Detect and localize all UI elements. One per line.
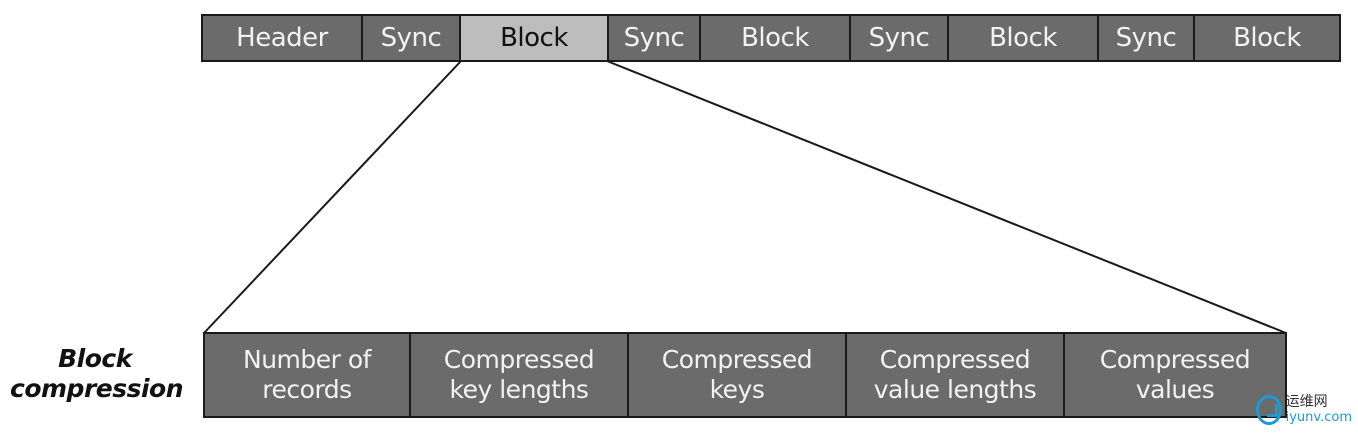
cell-line1: Compressed (879, 345, 1031, 374)
segment-block: Block (701, 16, 851, 60)
segment-sync: Sync (363, 16, 461, 60)
watermark: 运维网 iyunv.com (1256, 388, 1352, 432)
yunv-logo-icon (1256, 395, 1282, 425)
segment-label: Sync (1115, 23, 1177, 53)
segment-label: Block (989, 23, 1057, 53)
right-connector-line (606, 60, 1287, 334)
cell-line2: values (1135, 375, 1215, 404)
block-compression-label-line1: Block (58, 344, 132, 373)
cell-line1: Compressed (661, 345, 813, 374)
watermark-text: 运维网 iyunv.com (1286, 394, 1352, 426)
cell-line2: value lengths (873, 375, 1037, 404)
cell-line2: records (262, 375, 352, 404)
cell-number-of-records: Number of records (205, 334, 411, 416)
segment-block: Block (461, 16, 609, 60)
left-connector-line (203, 60, 462, 334)
segment-label: Sync (623, 23, 685, 53)
cell-line1: Compressed (1099, 345, 1251, 374)
segment-sync: Sync (609, 16, 701, 60)
segment-label: Block (1233, 23, 1301, 53)
segment-label: Header (236, 23, 328, 53)
watermark-cn: 运维网 (1285, 394, 1328, 410)
cell-compressed-key-lengths: Compressed key lengths (411, 334, 629, 416)
cell-line1: Compressed (443, 345, 595, 374)
file-layout-row: Header Sync Block Sync Block Sync Block … (201, 14, 1341, 62)
block-compression-label-line2: compression (10, 374, 184, 403)
segment-label: Block (741, 23, 809, 53)
segment-block: Block (949, 16, 1099, 60)
segment-block: Block (1195, 16, 1339, 60)
cell-compressed-values: Compressed values (1065, 334, 1285, 416)
watermark-url: iyunv.com (1285, 410, 1352, 425)
cell-compressed-value-lengths: Compressed value lengths (847, 334, 1065, 416)
segment-sync: Sync (851, 16, 949, 60)
segment-header: Header (203, 16, 363, 60)
block-compression-label: Block compression (10, 344, 184, 404)
cell-compressed-keys: Compressed keys (629, 334, 847, 416)
cell-line2: keys (709, 375, 765, 404)
segment-sync: Sync (1099, 16, 1195, 60)
block-detail-row: Number of records Compressed key lengths… (203, 332, 1287, 418)
cell-line2: key lengths (449, 375, 589, 404)
segment-label: Sync (380, 23, 442, 53)
cell-line1: Number of (243, 345, 371, 374)
segment-label: Sync (868, 23, 930, 53)
segment-label: Block (500, 23, 568, 53)
